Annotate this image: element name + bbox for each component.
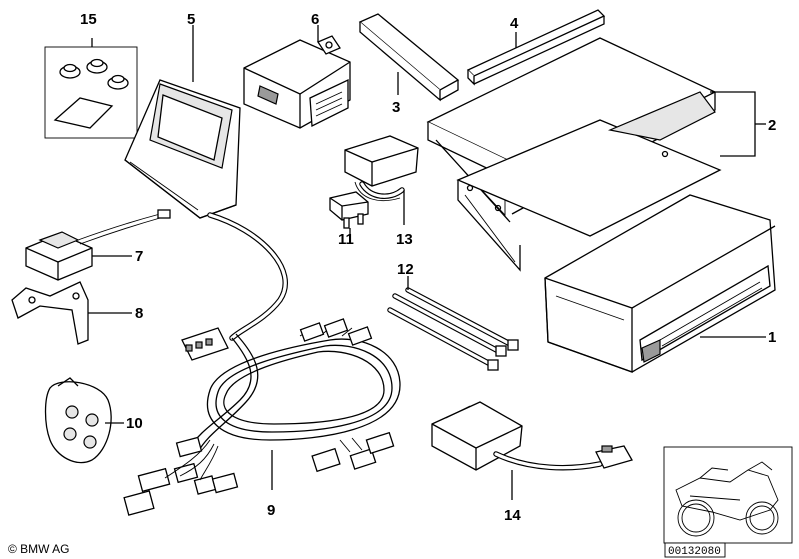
diagram-ref-box <box>664 542 726 558</box>
part-number-7: 7 <box>135 248 143 265</box>
part-number-11: 11 <box>338 231 354 248</box>
part-11-drawing <box>329 191 369 236</box>
part-14-drawing <box>431 401 633 500</box>
part-number-4: 4 <box>510 15 519 32</box>
part-number-9: 9 <box>267 502 275 519</box>
part-9-drawing <box>123 318 401 516</box>
part-number-3: 3 <box>392 99 400 116</box>
part-3-drawing <box>358 13 460 102</box>
part-number-15: 15 <box>80 11 97 28</box>
part-4-drawing <box>466 9 606 86</box>
part-number-10: 10 <box>126 415 143 432</box>
part-1-drawing <box>544 194 776 373</box>
part-number-14: 14 <box>504 507 521 524</box>
part-2-drawing <box>426 37 766 272</box>
part-8-drawing <box>11 281 132 345</box>
part-number-12: 12 <box>397 261 414 278</box>
part-12-drawing <box>387 276 519 371</box>
part-15-drawing <box>44 38 138 139</box>
part-number-2: 2 <box>768 117 776 134</box>
motorcycle-thumbnail <box>663 446 793 544</box>
part-number-8: 8 <box>135 305 143 322</box>
copyright-notice: © BMW AG <box>8 542 70 556</box>
part-number-5: 5 <box>187 11 195 28</box>
part-7-drawing <box>25 209 171 281</box>
part-5-drawing <box>124 25 288 361</box>
diagram-reference: 00132080 <box>668 546 721 558</box>
part-number-13: 13 <box>396 231 413 248</box>
part-13-drawing <box>344 135 419 225</box>
part-6-drawing <box>243 25 351 129</box>
part-number-1: 1 <box>768 329 776 346</box>
part-10-drawing <box>44 377 124 464</box>
part-number-6: 6 <box>311 11 319 28</box>
